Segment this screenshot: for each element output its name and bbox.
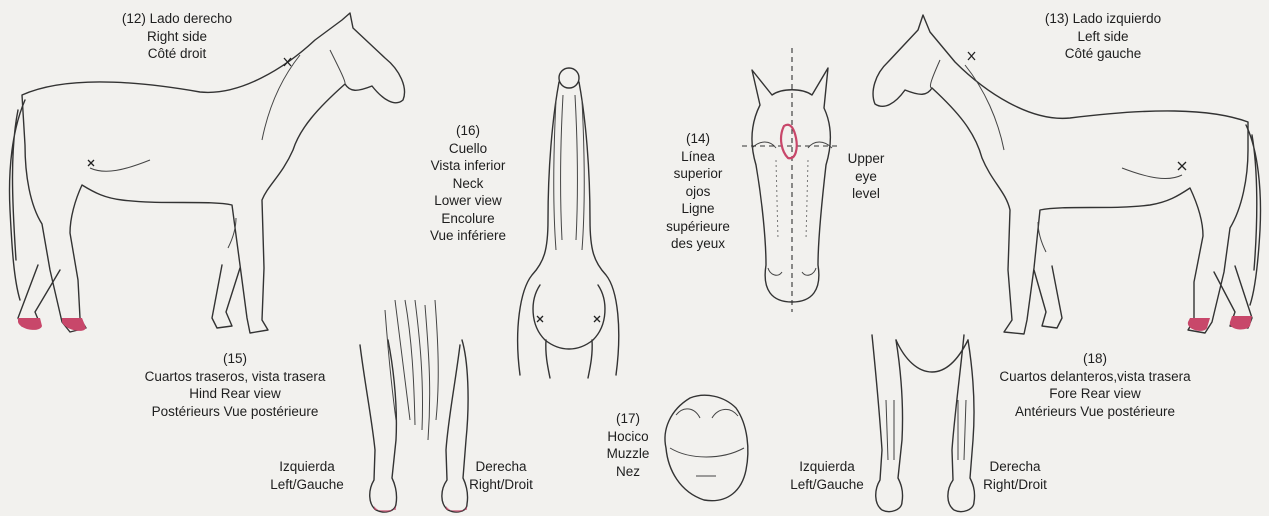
- neck-label: (16) Cuello Vista inferior Neck Lower vi…: [408, 122, 528, 245]
- neck-inner-lines: [554, 95, 585, 250]
- eye-level-en-label: Upper eye level: [836, 150, 896, 203]
- neck-lower-view-drawing: [518, 68, 619, 378]
- horse-left-body-outline: [873, 15, 1248, 334]
- fore-rear-label-number: (18): [970, 350, 1220, 368]
- fore-left-label-es: Izquierda: [782, 458, 872, 476]
- left-side-label-es: (13) Lado izquierdo: [1018, 10, 1188, 28]
- neck-outline: [518, 82, 619, 375]
- eye-line-label-fr-2: supérieure: [650, 218, 746, 236]
- hind-rear-label: (15) Cuartos traseros, vista trasera Hin…: [120, 350, 350, 420]
- hind-left-label: Izquierda Left/Gauche: [262, 458, 352, 493]
- fore-chest-outline: [896, 340, 968, 372]
- neck-label-en-1: Neck: [408, 175, 528, 193]
- hind-right-label: Derecha Right/Droit: [456, 458, 546, 493]
- fore-rear-label-fr: Antérieurs Vue postérieure: [970, 403, 1220, 421]
- right-side-label-es: (12) Lado derecho: [92, 10, 262, 28]
- eye-level-en-2: eye: [836, 168, 896, 186]
- horse-right-whorl-mark: [88, 58, 291, 166]
- neck-chest-outline: [533, 285, 605, 378]
- hind-left-label-en: Left/Gauche: [262, 476, 352, 494]
- muzzle-label-number: (17): [596, 410, 660, 428]
- head-front-view-drawing: [742, 48, 838, 312]
- hind-hoof-marking: [374, 506, 467, 512]
- hind-left-label-es: Izquierda: [262, 458, 352, 476]
- horse-left-detail-lines: [930, 60, 1182, 252]
- eye-level-en-1: Upper: [836, 150, 896, 168]
- fore-legs-rear-view-drawing: [872, 335, 975, 512]
- horse-left-side-drawing: [873, 15, 1260, 334]
- fore-rear-label-es: Cuartos delanteros,vista trasera: [970, 368, 1220, 386]
- eye-line-label-es-3: ojos: [650, 183, 746, 201]
- neck-label-es-1: Cuello: [408, 140, 528, 158]
- fore-rear-label-en: Fore Rear view: [970, 385, 1220, 403]
- hind-left-leg: [360, 340, 397, 512]
- neck-whorl-marks: [537, 316, 600, 322]
- hind-rear-label-en: Hind Rear view: [120, 385, 350, 403]
- neck-label-en-2: Lower view: [408, 192, 528, 210]
- hind-rear-label-es: Cuartos traseros, vista trasera: [120, 368, 350, 386]
- muzzle-label: (17) Hocico Muzzle Nez: [596, 410, 660, 480]
- muzzle-outline: [665, 395, 748, 500]
- fore-right-label: Derecha Right/Droit: [970, 458, 1060, 493]
- fore-right-label-en: Right/Droit: [970, 476, 1060, 494]
- horse-right-detail-lines: [90, 50, 345, 248]
- right-side-label: (12) Lado derecho Right side Côté droit: [92, 10, 262, 63]
- muzzle-label-en: Muzzle: [596, 445, 660, 463]
- hind-legs-rear-view-drawing: [360, 300, 468, 512]
- left-side-label-fr: Côté gauche: [1018, 45, 1188, 63]
- muzzle-label-es: Hocico: [596, 428, 660, 446]
- left-side-label: (13) Lado izquierdo Left side Côté gauch…: [1018, 10, 1188, 63]
- left-side-label-en: Left side: [1018, 28, 1188, 46]
- eye-line-label: (14) Línea superior ojos Ligne supérieur…: [650, 130, 746, 253]
- neck-label-fr-2: Vue infériere: [408, 227, 528, 245]
- eye-line-label-es-1: Línea: [650, 148, 746, 166]
- eye-line-label-fr-1: Ligne: [650, 200, 746, 218]
- head-star-marking: [781, 125, 797, 158]
- neck-label-fr-1: Encolure: [408, 210, 528, 228]
- eye-line-label-es-2: superior: [650, 165, 746, 183]
- hind-rear-label-number: (15): [120, 350, 350, 368]
- horse-right-hoof-marking: [18, 318, 86, 331]
- fore-left-label-en: Left/Gauche: [782, 476, 872, 494]
- hind-right-label-es: Derecha: [456, 458, 546, 476]
- muzzle-nostrils: [670, 409, 744, 457]
- hind-rear-label-fr: Postérieurs Vue postérieure: [120, 403, 350, 421]
- right-side-label-fr: Côté droit: [92, 45, 262, 63]
- horse-left-hoof-marking: [1188, 316, 1252, 331]
- eye-level-en-3: level: [836, 185, 896, 203]
- eye-line-label-number: (14): [650, 130, 746, 148]
- right-side-label-en: Right side: [92, 28, 262, 46]
- head-outline: [752, 68, 830, 302]
- fore-rear-label: (18) Cuartos delanteros,vista trasera Fo…: [970, 350, 1220, 420]
- muzzle-label-fr: Nez: [596, 463, 660, 481]
- fore-right-label-es: Derecha: [970, 458, 1060, 476]
- hind-right-label-en: Right/Droit: [456, 476, 546, 494]
- fore-left-label: Izquierda Left/Gauche: [782, 458, 872, 493]
- neck-chin-circle: [559, 68, 579, 88]
- muzzle-drawing: [665, 395, 748, 500]
- horse-left-far-legs: [1034, 266, 1252, 328]
- eye-line-label-fr-3: des yeux: [650, 235, 746, 253]
- horse-right-tail: [10, 100, 25, 300]
- neck-label-number: (16): [408, 122, 528, 140]
- neck-label-es-2: Vista inferior: [408, 157, 528, 175]
